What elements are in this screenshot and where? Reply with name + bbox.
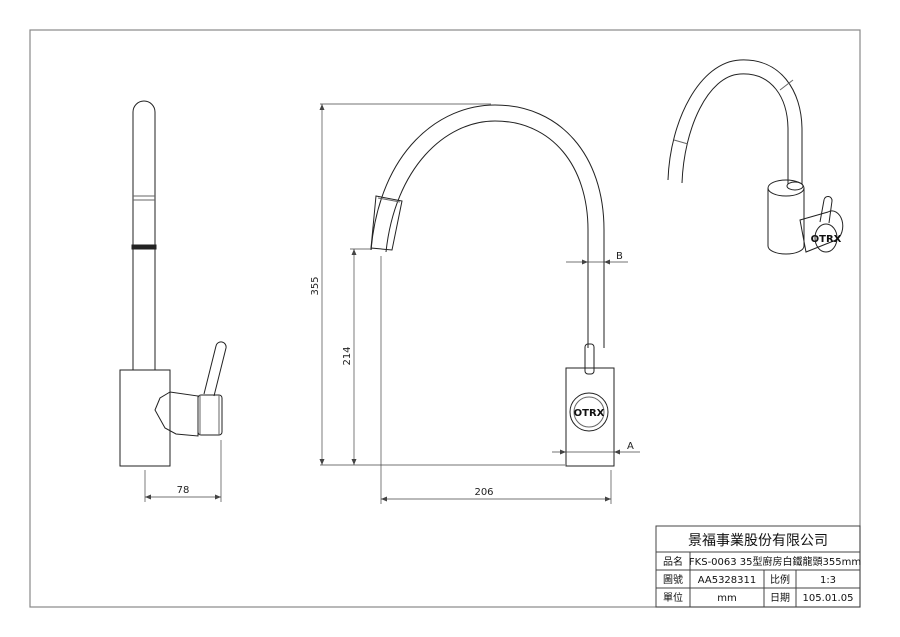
title-block-date: 105.01.05	[803, 593, 854, 604]
dimension-base-depth: 78	[177, 485, 190, 496]
title-block-company: 景福事業股份有限公司	[688, 533, 828, 549]
title-block-scale-label: 比例	[770, 573, 790, 586]
dimension-marker-a: A	[627, 441, 634, 452]
title-block-unit-label: 單位	[663, 591, 683, 604]
dimension-spout-height: 214	[342, 346, 353, 365]
dimension-reach: 206	[474, 487, 493, 498]
side-view-spout	[132, 100, 156, 370]
front-view	[319, 103, 640, 504]
side-view-ring	[131, 244, 157, 250]
isometric-spout-outer	[667, 59, 803, 184]
title-block-drawing-no-label: 圖號	[663, 573, 683, 586]
isometric-logo: OTRX	[811, 234, 842, 245]
side-view-lever-handle	[203, 341, 227, 397]
isometric-spout-inner	[681, 73, 789, 184]
drawing-border	[29, 29, 861, 608]
isometric-body	[767, 188, 805, 255]
front-view-handle-stem	[584, 343, 595, 375]
title-block-product-label: 品名	[663, 555, 683, 568]
dimension-marker-b: B	[616, 251, 623, 262]
front-view-nozzle	[370, 195, 403, 251]
title-block-date-label: 日期	[770, 592, 790, 604]
side-view	[119, 100, 227, 502]
title-block-scale: 1:3	[820, 575, 836, 586]
title-block-product-name: FKS-0063 35型廚房白鐵龍頭355mm	[689, 555, 861, 568]
title-block-unit: mm	[717, 593, 736, 604]
isometric-view	[667, 59, 844, 255]
isometric-lever-handle	[819, 196, 833, 224]
front-view-spout-inner	[385, 120, 589, 348]
front-view-body	[565, 367, 615, 467]
dimension-height-total: 355	[310, 276, 321, 295]
front-view-logo: OTRX	[574, 408, 605, 419]
side-view-lever-housing	[154, 391, 199, 437]
front-view-spout-outer	[370, 104, 605, 348]
title-block	[655, 525, 861, 608]
front-view-logo-disc	[569, 392, 609, 432]
title-block-drawing-no: AA5328311	[698, 575, 757, 586]
side-view-body	[119, 369, 171, 467]
